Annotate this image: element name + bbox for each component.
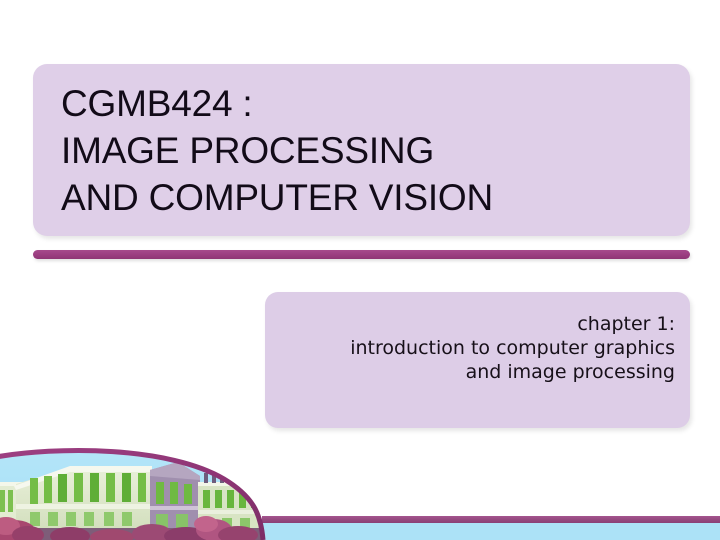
building-cluster (0, 462, 261, 540)
title-line-2: IMAGE PROCESSING (61, 130, 435, 171)
campus-decoration (0, 440, 720, 540)
bottom-purple-rule (262, 516, 720, 523)
subtitle-line-3: and image processing (465, 361, 675, 383)
subtitle-line-2: introduction to computer graphics (350, 337, 675, 359)
title-box: CGMB424 : IMAGE PROCESSING AND COMPUTER … (33, 64, 690, 236)
title-line-1: CGMB424 : (61, 83, 253, 124)
bottom-blue-band (262, 523, 720, 540)
purple-arc (0, 447, 266, 540)
subtitle-box: chapter 1: introduction to computer grap… (265, 292, 690, 428)
subtitle-line-1: chapter 1: (577, 313, 675, 335)
divider-bar (33, 250, 690, 259)
campus-decoration-svg (0, 447, 266, 540)
title-line-3: AND COMPUTER VISION (61, 177, 494, 218)
